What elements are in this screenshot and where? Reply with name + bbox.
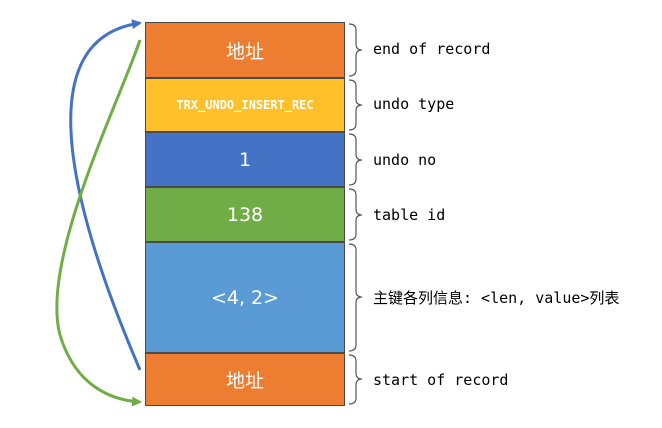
bracket-undo-type [348,79,363,131]
label-start-of-record: start of record [373,371,509,389]
label-table-id: table id [373,206,446,224]
end-address-block: 地址 [145,22,345,78]
label-end-of-record: end of record [373,40,491,58]
undo-type-block: TRX_UNDO_INSERT_REC [145,78,345,132]
start-address-block: 地址 [145,353,345,406]
undo-no-block: 1 [145,132,345,187]
bracket-end-of-record [348,23,363,77]
label-undo-no: undo no [373,151,437,169]
table-id-block: 138 [145,187,345,242]
bracket-primary-key [348,243,363,352]
bracket-table-id [348,188,363,241]
blue-arrow [69,19,142,371]
bracket-start-of-record [348,354,363,405]
label-primary-key-info: 主键各列信息: <len, value>列表 [373,289,620,307]
primary-key-block: <4, 2> [145,242,345,353]
bracket-undo-no [348,133,363,186]
green-arrow [55,39,142,407]
label-undo-type: undo type [373,95,455,113]
